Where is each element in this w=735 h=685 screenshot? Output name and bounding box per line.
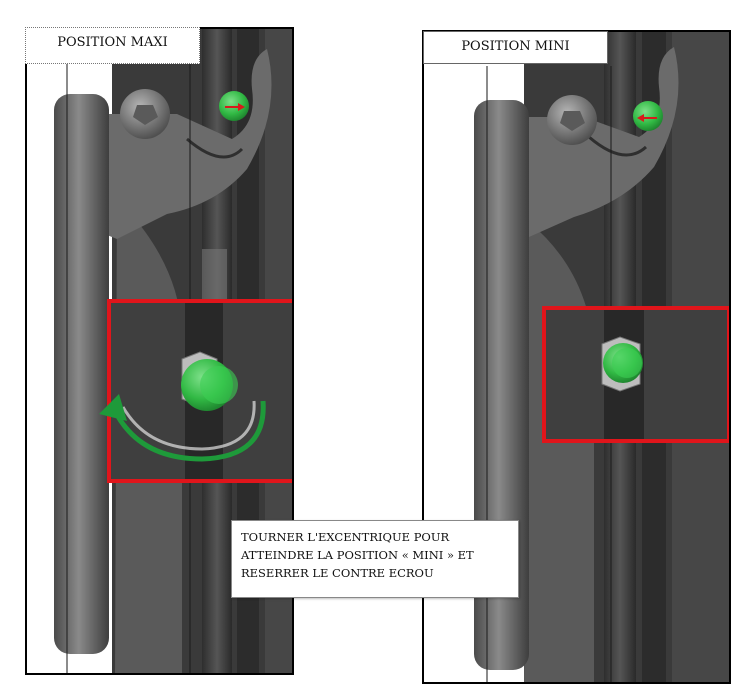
locking-handle [54,94,109,654]
position-maxi-label: POSITION MAXI [25,27,200,64]
eccentric-bolt-face [200,366,238,404]
upper-eccentric-marker [633,101,663,131]
instruction-line: ATTEINDRE LA POSITION « MINI » ET [241,548,474,562]
pivot-bolt-head [133,105,158,125]
eccentric-bolt-face [612,348,642,378]
pivot-bolt-head [560,111,585,131]
latch-hook [92,49,272,239]
mini-assembly-illustration [474,32,729,682]
rotation-arrow-icon [99,394,266,462]
position-mini-label: POSITION MINI [423,31,608,64]
latch-notch [588,135,648,157]
latch-notch [186,137,244,159]
instruction-line: RESERRER LE CONTRE ECROU [241,566,434,580]
direction-arrow-icon [637,114,657,122]
direction-arrow-icon [225,103,245,111]
instruction-line: TOURNER L'EXCENTRIQUE POUR [241,530,450,544]
instruction-callout: TOURNER L'EXCENTRIQUE POUR ATTEINDRE LA … [231,520,519,598]
